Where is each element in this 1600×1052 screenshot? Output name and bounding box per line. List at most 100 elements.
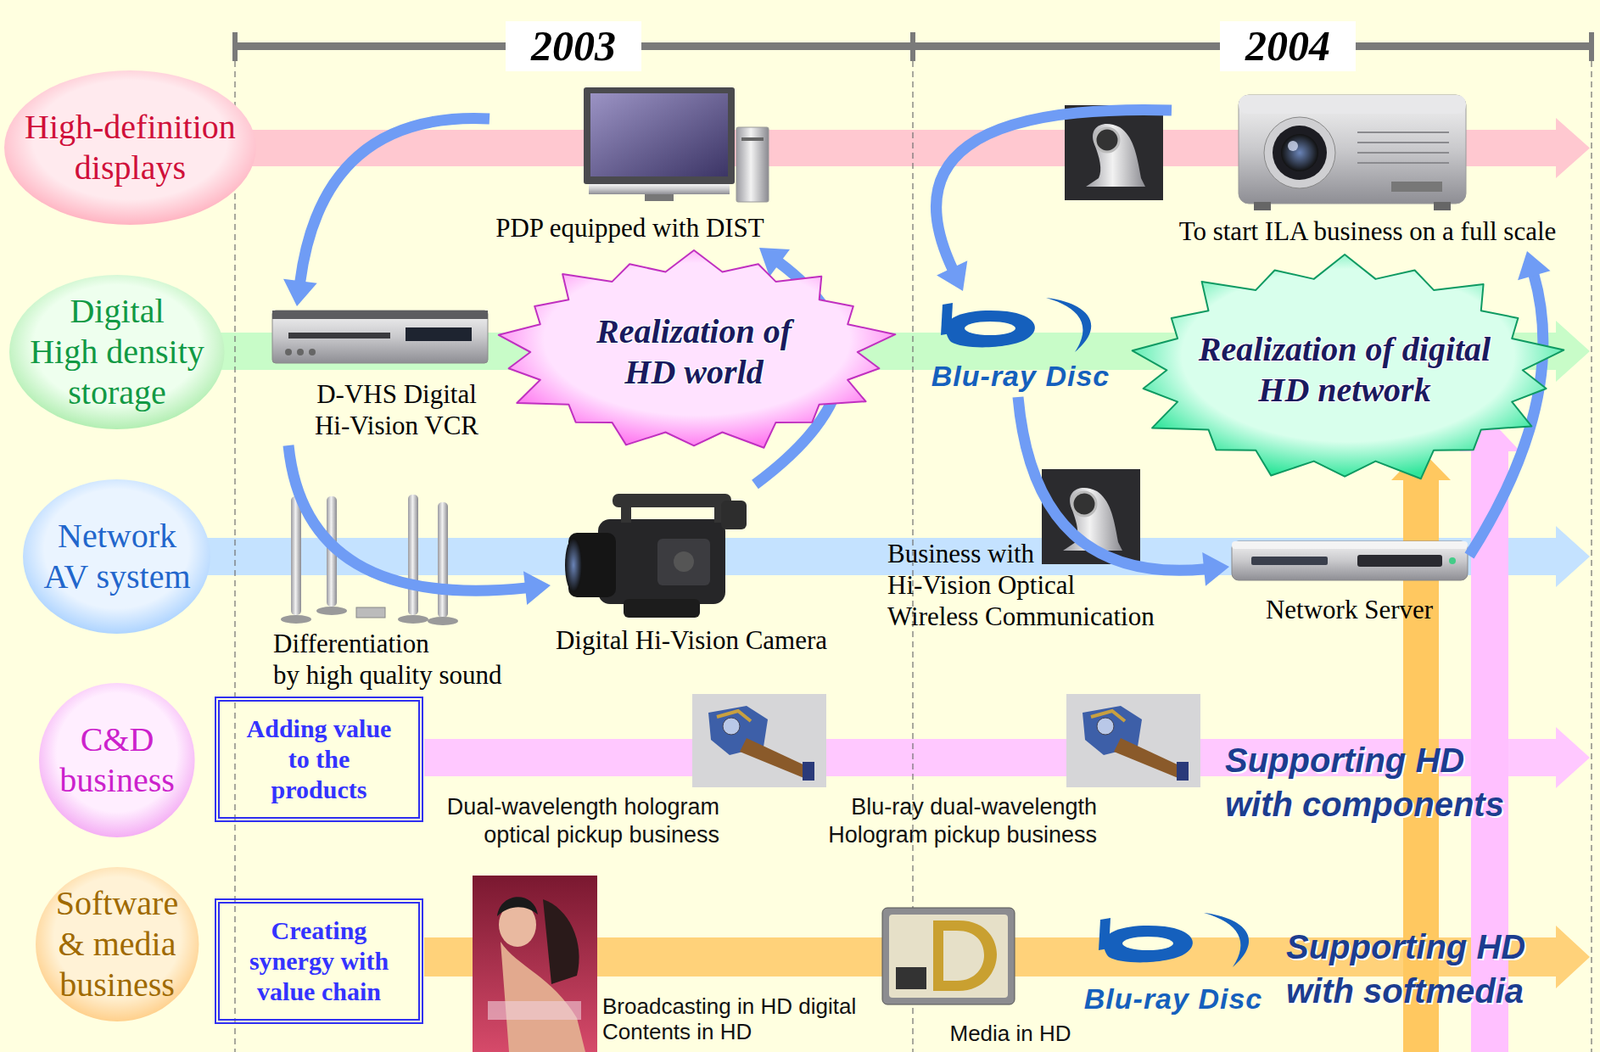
flow-arrow-line [288, 445, 527, 591]
starburst: Realization of digital HD network [1122, 254, 1567, 487]
plasma-display [583, 87, 769, 202]
d-vhs-recorder [296, 348, 304, 356]
ila-projector [1264, 117, 1336, 189]
optical-wireless-unit [1064, 105, 1164, 201]
ila-projector [1357, 162, 1449, 164]
starburst-shape [489, 250, 899, 454]
ila-projector [1281, 134, 1319, 172]
product-item: D-VHS Digital Hi-Vision VCR [279, 306, 514, 446]
blu-ray-logo [940, 297, 1091, 353]
ila-projector [1357, 141, 1449, 144]
optical-wireless-unit [1072, 492, 1097, 516]
network-server [1231, 541, 1468, 581]
concert-poster [500, 941, 586, 1052]
flow-arrow [283, 118, 490, 307]
plasma-display [583, 87, 735, 185]
slogan: Supporting HD with components [1225, 738, 1505, 827]
optical-pickup [739, 738, 811, 779]
timeline-bar [232, 32, 238, 62]
row-band [195, 117, 1590, 989]
node-text: Network Server [1265, 593, 1433, 626]
row-circle-shape [22, 479, 211, 634]
value-box: Adding value to the products [214, 696, 424, 823]
timeline-bar [232, 32, 1595, 62]
optical-wireless-unit [1064, 105, 1164, 201]
row-circle-shape [4, 70, 257, 225]
plasma-display [644, 194, 674, 202]
d-vhs-recorder [272, 310, 488, 319]
concert-poster [487, 1001, 582, 1020]
caption: Differentiation by high quality sound [273, 627, 503, 691]
d-vhs-recorder [285, 348, 292, 356]
year-divider [1590, 61, 1592, 1052]
speaker-set [427, 616, 459, 626]
optical-pickup [1176, 761, 1189, 781]
optical-pickup [1066, 693, 1201, 788]
plasma-display [736, 127, 769, 202]
row-circle: High-definition displays [3, 69, 258, 226]
timeline-bar [910, 32, 916, 62]
hd-camcorder [565, 493, 747, 618]
concert-poster [472, 875, 598, 1052]
row-circle: Digital High density storage [8, 274, 226, 431]
d-vhs-recorder [272, 310, 488, 364]
year-label: 2003 [505, 21, 642, 72]
blu-ray-logo [1098, 912, 1249, 968]
node-text: To start ILA business on a full scale [1179, 215, 1557, 247]
row-circle: Network AV system [22, 478, 212, 635]
arrow-head [1202, 552, 1230, 587]
network-server [1231, 541, 1468, 549]
node-text: D-VHS Digital Hi-Vision VCR [314, 378, 479, 442]
optical-pickup [802, 761, 815, 781]
year-label: 2004 [1219, 21, 1356, 72]
network-server [1357, 554, 1443, 567]
network-server [1251, 556, 1328, 566]
ila-projector [1287, 140, 1298, 152]
arrow-head [1517, 251, 1550, 280]
optical-pickup [1090, 710, 1125, 722]
caption: Blu-ray dual-wavelength Hologram pickup … [827, 793, 1097, 850]
ila-projector [1272, 125, 1327, 180]
hd-camcorder [673, 551, 694, 572]
node-text: Software & media business [55, 883, 179, 1006]
ila-projector [1253, 201, 1271, 211]
hd-camcorder [721, 500, 747, 530]
caption: Business with Hi-Vision Optical Wireless… [887, 537, 1155, 633]
hd-camcorder [565, 537, 582, 593]
flow-arrow-line [936, 110, 1172, 270]
node-text: C&D business [59, 719, 175, 801]
product-item: Network Server [1229, 538, 1470, 630]
flow-arrow [288, 445, 551, 605]
row-circle: C&D business [38, 682, 196, 839]
starburst-shape [1132, 254, 1565, 479]
row-circle: Software & media business [34, 866, 200, 1023]
d-vhs-recorder [288, 332, 391, 339]
hd-camcorder [620, 505, 632, 523]
product-item: To start ILA business on a full scale [1171, 81, 1564, 252]
d-vhs-recorder [272, 310, 488, 364]
slogan: Supporting HD with softmedia [1286, 924, 1526, 1013]
dv-cassette [882, 907, 1015, 1005]
speaker-set [316, 606, 347, 616]
optical-pickup [1113, 738, 1185, 779]
node-text: High-definition displays [24, 106, 236, 189]
optical-pickup [692, 693, 827, 788]
row-circle-shape [39, 682, 196, 838]
hd-camcorder [623, 598, 700, 618]
ila-projector [1357, 132, 1449, 163]
ila-projector [1391, 181, 1443, 192]
optical-pickup [692, 693, 827, 788]
ila-projector [1238, 95, 1466, 114]
node-text: PDP equipped with DIST [495, 212, 765, 244]
product-item: Digital Hi-Vision Camera [550, 484, 833, 661]
speaker-set [437, 502, 448, 618]
product-item: PDP equipped with DIST [489, 86, 771, 248]
dv-cassette [889, 914, 1008, 998]
starburst: Realization of HD world [489, 250, 899, 454]
plasma-display [741, 137, 764, 141]
hd-camcorder [598, 519, 726, 605]
optical-pickup [1096, 717, 1114, 735]
row-circle-shape [35, 867, 199, 1022]
logo-text: Blu-ray Disc [1084, 982, 1263, 1016]
